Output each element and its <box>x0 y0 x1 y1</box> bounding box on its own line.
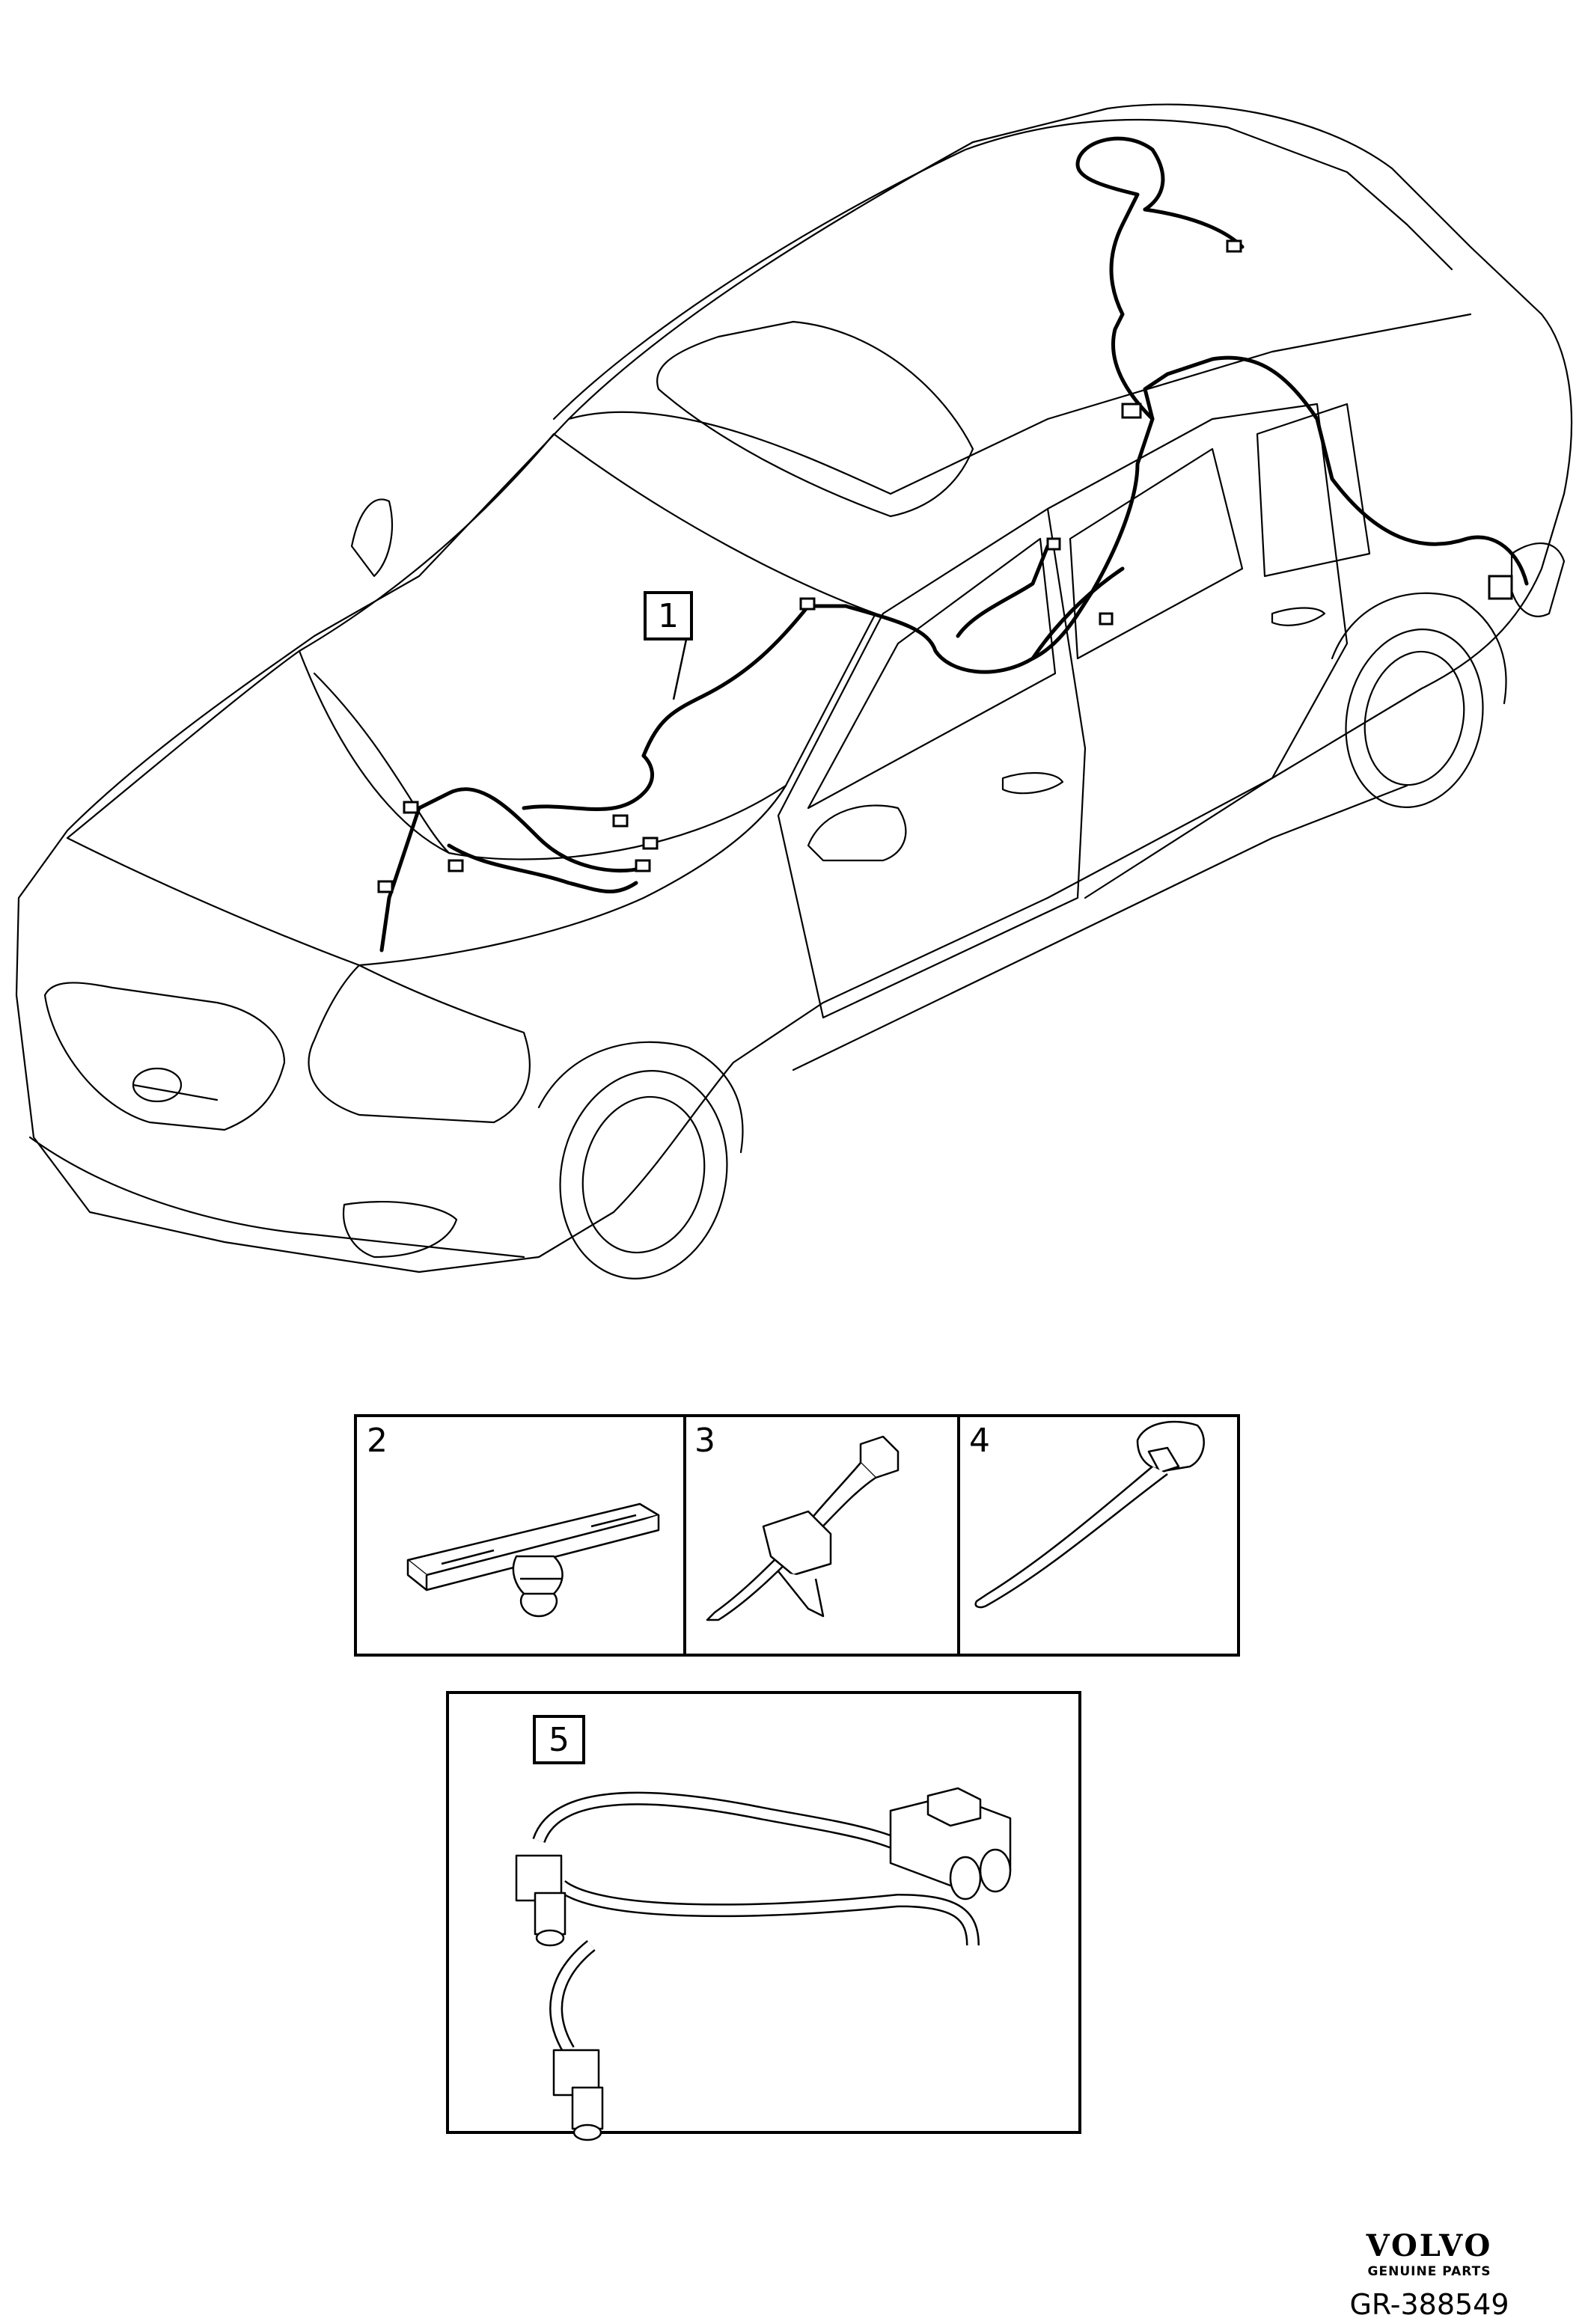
side-window-quarter <box>1256 403 1371 578</box>
hood-crease <box>313 672 451 854</box>
callout-1-leader <box>672 635 688 700</box>
tie-mount-drawing <box>706 1435 900 1621</box>
front-grille <box>43 982 286 1131</box>
hood <box>66 649 787 967</box>
rocker-panel <box>792 784 1408 1071</box>
roof-top-line <box>552 118 1453 421</box>
rear-door <box>1046 403 1349 899</box>
side-window-front <box>807 537 1057 810</box>
car-body-outline <box>15 103 1573 1273</box>
left-mirror <box>350 498 394 578</box>
roof-line <box>567 313 1472 495</box>
headlight <box>308 964 531 1124</box>
callout-clip: 2 <box>367 1422 388 1460</box>
front-wheel <box>559 1070 728 1279</box>
wiring-harness <box>379 136 1529 952</box>
callout-harness: 1 <box>644 591 693 640</box>
rear-light <box>1510 542 1566 617</box>
front-door <box>777 507 1087 1019</box>
brand-logo: VOLVO <box>1366 2228 1493 2263</box>
cable-kit-drawing <box>515 1787 1012 2141</box>
brand-subtitle: GENUINE PARTS <box>1367 2264 1491 2279</box>
parts-panels <box>354 1414 1240 2134</box>
sunroof <box>656 320 974 518</box>
fog-light <box>342 1201 458 1259</box>
front-bumper <box>28 1136 525 1259</box>
callout-cable-tie: 4 <box>969 1422 990 1460</box>
grille-emblem <box>132 1067 183 1103</box>
car-illustration <box>15 103 1573 1279</box>
door-handle-rear <box>1271 607 1326 626</box>
door-handle-front <box>1001 772 1064 795</box>
callout-tie-mount: 3 <box>694 1422 715 1460</box>
clip-drawing <box>406 1502 660 1618</box>
panel-cable-kit <box>446 1691 1081 2134</box>
side-mirror <box>807 804 907 862</box>
diagram-reference: GR-388549 <box>1349 2288 1509 2321</box>
rear-wheel <box>1345 629 1484 808</box>
side-window-rear <box>1069 447 1244 660</box>
harness-connectors <box>377 239 1513 893</box>
panel-cable-tie <box>957 1414 1240 1657</box>
cable-tie-drawing <box>974 1420 1205 1609</box>
callout-cable-kit: 5 <box>533 1715 585 1764</box>
